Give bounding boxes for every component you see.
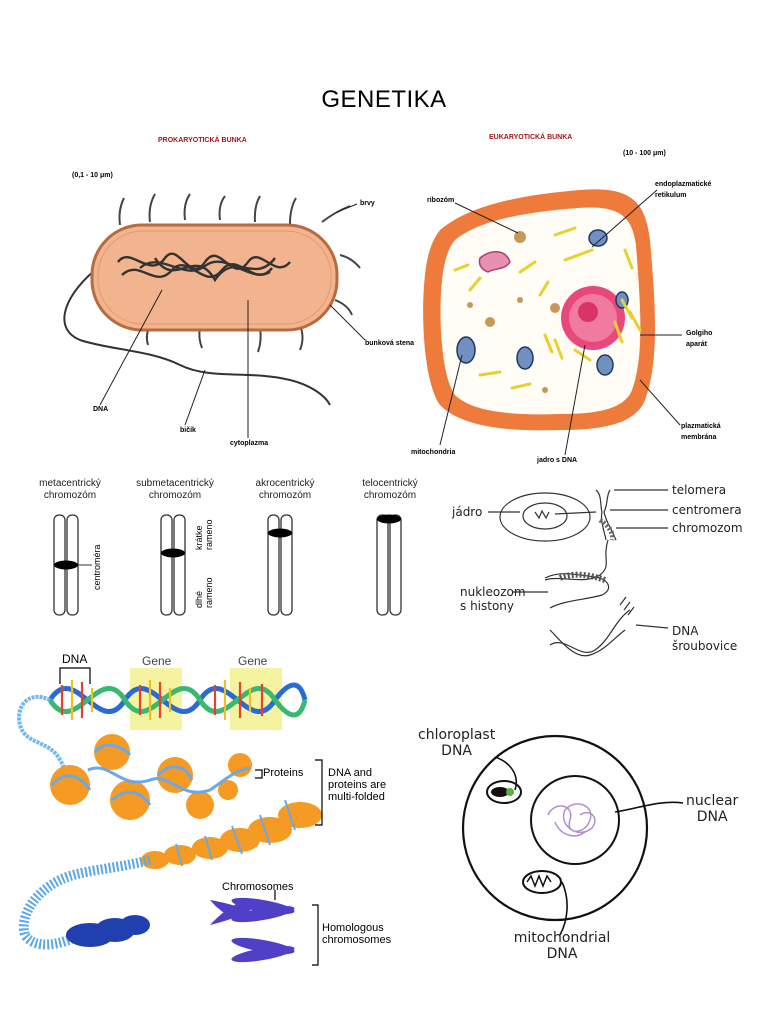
chromosome-type-2-line2: chromozóm (148, 490, 202, 501)
label-nuclear: nuclear (686, 793, 739, 809)
label-nukleozom: nukleozom s histony (460, 585, 526, 613)
mitochondrion (522, 870, 562, 894)
label-multi-3: multi-folded (328, 791, 385, 803)
label-dna-sroubovice: DNA šroubovice (672, 624, 737, 654)
chromosome-type-3: akrocentrický chromozóm (235, 478, 335, 502)
chromosome-type-3-line2: chromozóm (258, 490, 312, 501)
chromosome-type-1-line1: metacentrický (39, 478, 101, 489)
chromosome-type-1-line2: chromozóm (43, 490, 97, 501)
label-proteins: Proteins (263, 767, 304, 779)
chromosome-type-3-line1: akrocentrický (255, 478, 315, 489)
chromosome-type-4-line1: telocentrický (362, 478, 418, 489)
label-golgi-2: aparát (686, 341, 708, 348)
centromere-submeta (161, 548, 185, 558)
chromosome-type-1: metacentrický chromozóm (20, 478, 120, 502)
label-nuclear-dna: nuclear DNA (686, 793, 738, 825)
label-er-1: endoplazmatické (655, 181, 712, 188)
label-membrane-1: plazmatická (681, 423, 721, 430)
label-chromozom: chromozom (672, 521, 743, 535)
label-chloroplast-dna: chloroplast DNA (418, 727, 495, 759)
chromosome-type-4: telocentrický chromozóm (340, 478, 440, 502)
ribosomes (467, 231, 560, 393)
homologous-chromosomes (210, 897, 295, 963)
nucleus-circle (530, 775, 620, 865)
label-homologous-2: chromosomes (322, 934, 392, 946)
chloroplast (486, 780, 522, 804)
label-centromera-cz: centromera (672, 503, 742, 517)
label-mito-dna: mitochondrial DNA (502, 930, 622, 962)
label-membrane-2: membrána (681, 434, 717, 441)
label-chromosomes: Chromosomes (222, 881, 294, 893)
label-nuclear-dna-2: DNA (696, 809, 728, 825)
label-er-2: retikulum (655, 192, 687, 199)
nucleus-outline (522, 502, 568, 530)
label-ribozom: ribozóm (427, 197, 455, 204)
nucleosomes (50, 734, 252, 820)
gene-highlight-1 (130, 668, 182, 730)
label-multi-1: DNA and (328, 767, 373, 779)
centromere-acro (268, 528, 292, 538)
label-nukleozom-2: s histony (460, 599, 515, 613)
cell-membrane (461, 734, 649, 922)
label-gene-2: Gene (238, 654, 268, 668)
label-golgi-1: Golgiho (686, 330, 713, 337)
label-bicik: bičík (180, 427, 196, 434)
eukaryote-heading: EUKARYOTICKÁ BUNKA (489, 134, 573, 141)
dna-helix (549, 629, 626, 657)
label-mito-dna-2: DNA (546, 946, 578, 962)
label-multi-2: proteins are (328, 779, 387, 791)
cell-outline (499, 492, 591, 542)
pili (118, 193, 361, 353)
centromere-meta (54, 560, 78, 570)
label-cytoplazma: cytoplazma (230, 440, 269, 447)
prokaryote-heading: PROKARYOTICKÁ BUNKA (158, 137, 247, 144)
label-nucleus: jadro s DNA (537, 457, 578, 464)
label-gene-1: Gene (142, 654, 172, 668)
label-mitochondrial: mitochondrial (513, 930, 611, 946)
bacterial-dna (117, 252, 291, 283)
label-jadro: jádro (452, 505, 483, 519)
golgi-er (453, 226, 642, 390)
nucleosome-fiber (544, 573, 610, 609)
label-multi-folded: DNA and proteins are multi-folded (328, 767, 386, 803)
label-mitochondria: mitochondria (411, 449, 456, 456)
centromere-telo (377, 514, 401, 524)
label-dna-cz: DNA (672, 624, 699, 638)
chromosome-type-2: submetacentrický chromozóm (120, 478, 230, 502)
label-bunkova-stena: bunková stena (365, 340, 415, 347)
label-brvy: brvy (360, 200, 375, 207)
label-dna: DNA (93, 406, 109, 413)
nuclear-dna-scribble (547, 803, 596, 837)
base-pairs (60, 680, 264, 720)
condensed-chromatin (66, 915, 150, 947)
label-sroubovice: šroubovice (672, 639, 738, 653)
flagellum (63, 269, 331, 406)
label-homologous-1: Homologous (322, 922, 384, 934)
prokaryote-size: (0,1 - 10 μm) (72, 172, 113, 179)
label-telomera: telomera (672, 483, 727, 497)
label-nukleozom-1: nukleozom (460, 585, 526, 599)
eukaryote-size: (10 - 100 μm) (623, 150, 666, 157)
page-title: GENETIKA (321, 86, 447, 113)
chromosome-type-2-line1: submetacentrický (136, 478, 214, 489)
label-dna-en: DNA (62, 652, 88, 666)
label-chloroplast-dna-2: DNA (441, 743, 473, 759)
label-homologous: Homologous chromosomes (322, 922, 391, 946)
label-chloroplast: chloroplast (418, 727, 496, 743)
chromosome-type-4-line2: chromozóm (363, 490, 417, 501)
folded-fiber (141, 802, 322, 869)
